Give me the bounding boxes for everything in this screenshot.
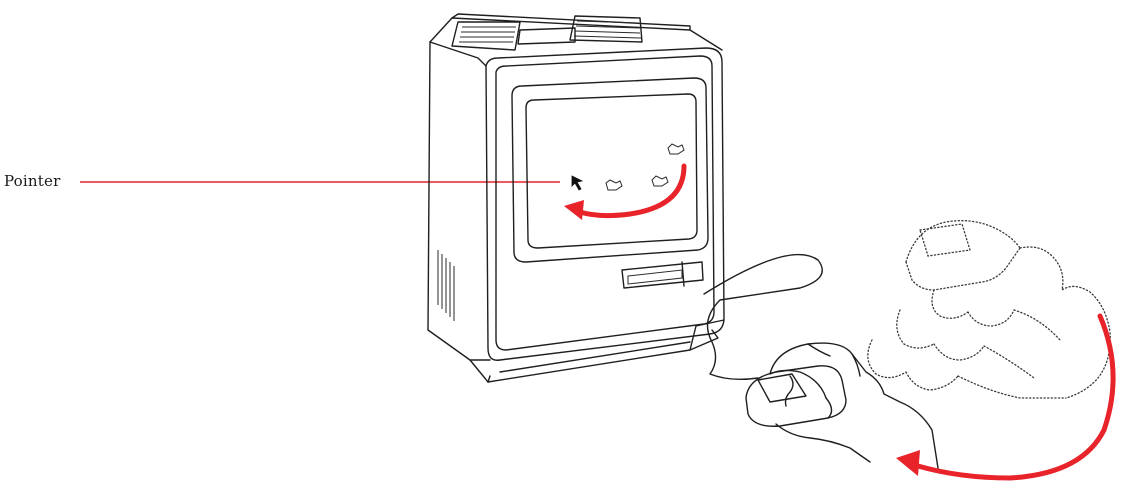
dotted-hand-illustration xyxy=(868,221,1110,398)
move-hand-arrow-icon xyxy=(896,316,1113,478)
hand-illustration xyxy=(770,343,938,468)
hand-cursor-icon xyxy=(606,144,684,190)
mouse-illustration xyxy=(746,366,846,426)
motion-arrow-icon xyxy=(564,166,684,220)
top-vents xyxy=(452,16,642,50)
computer-illustration xyxy=(428,14,822,382)
mouse-cable xyxy=(704,255,822,380)
floppy-slot xyxy=(622,262,703,288)
arrow-pointer-icon xyxy=(572,176,582,190)
